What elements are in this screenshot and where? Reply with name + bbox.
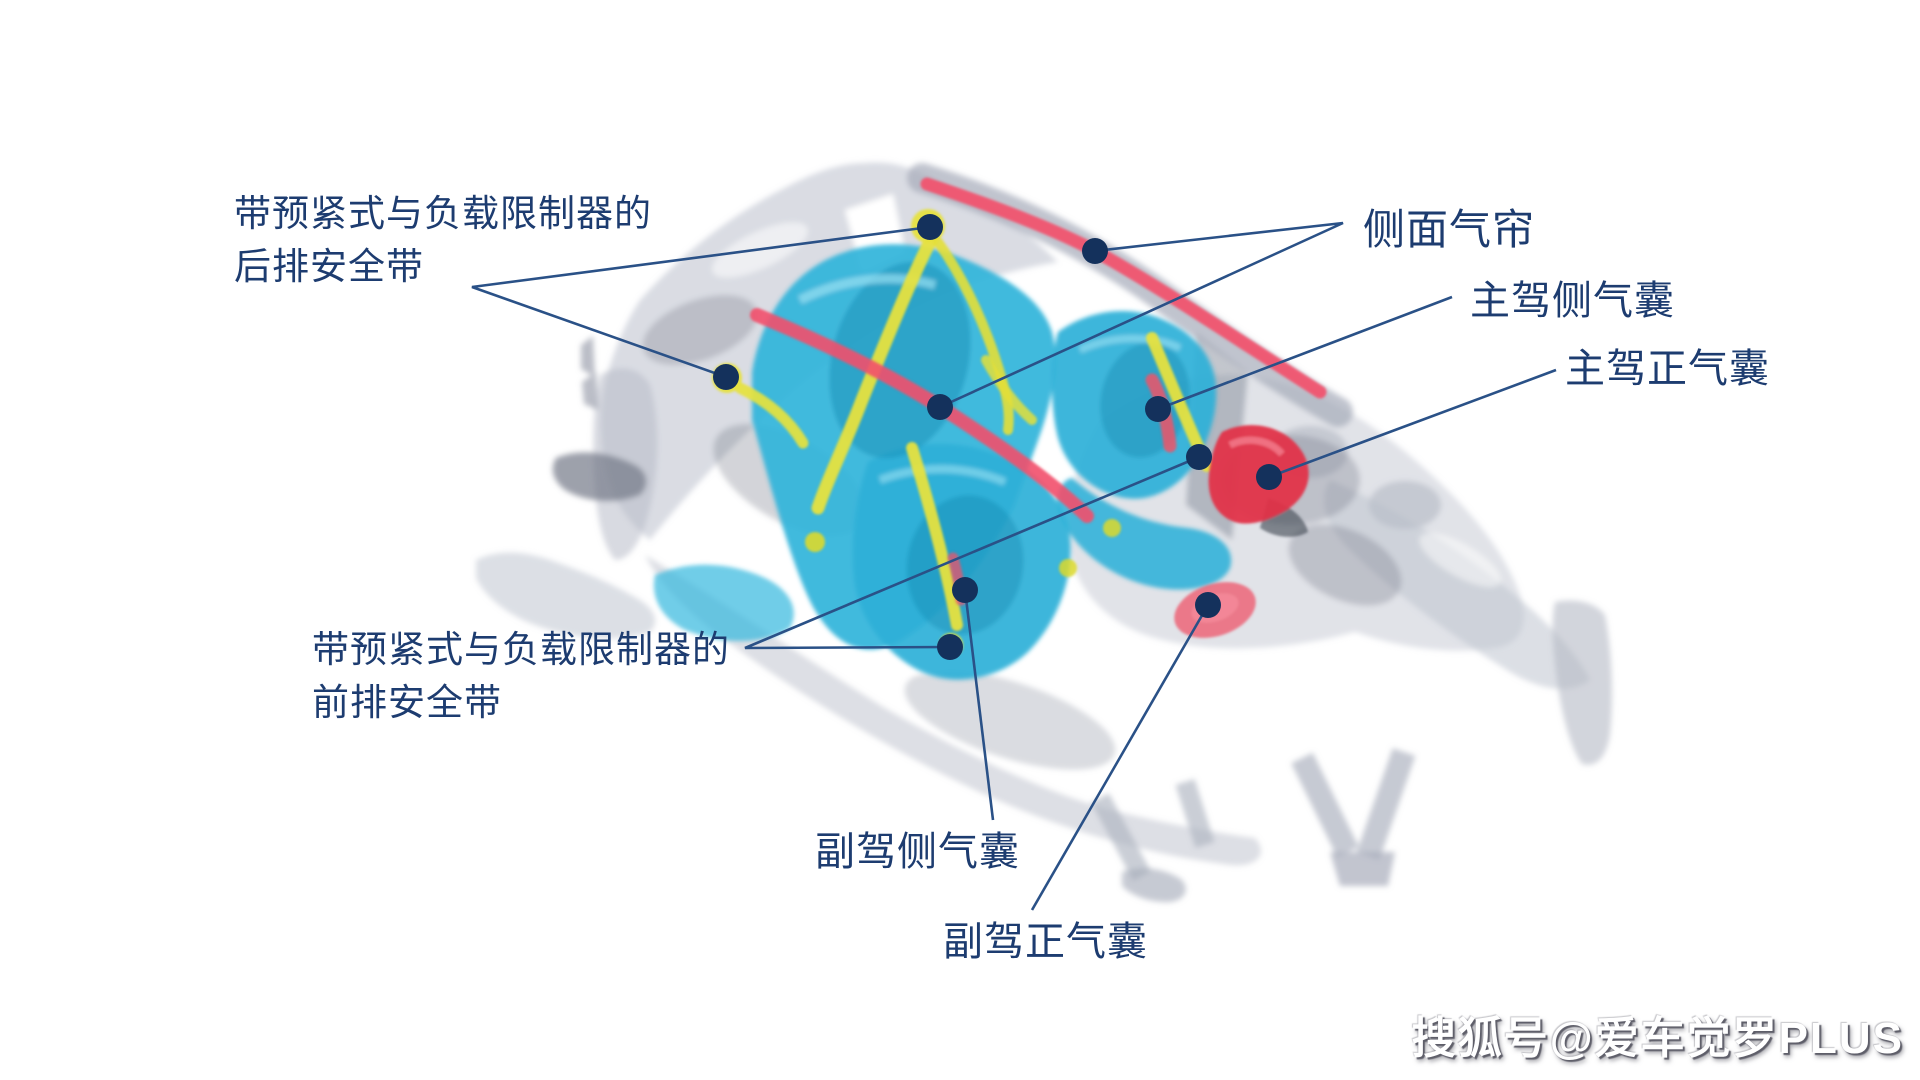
label-rear-seatbelts-line2: 后排安全带 — [234, 245, 424, 287]
dot-passenger-front-airbag — [1195, 592, 1221, 618]
label-front-seatbelts-line2: 前排安全带 — [312, 681, 502, 723]
label-driver-front-airbag: 主驾正气囊 — [1565, 347, 1770, 391]
passenger-front-belt — [906, 442, 963, 631]
watermark: 搜狐号@爱车觉罗PLUS — [1411, 1014, 1904, 1063]
leader-passenger-front-airbag — [1030, 604, 1210, 911]
label-front-seatbelts-line1: 带预紧式与负载限制器的 — [312, 629, 730, 670]
leader-passenger-side-airbag — [963, 589, 995, 821]
dot-passenger-side-airbag — [952, 577, 978, 603]
leader-lines — [471, 221, 1557, 911]
dot-driver-side-airbag — [1145, 396, 1171, 422]
label-rear-seatbelts: 带预紧式与负载限制器的 后排安全带 — [234, 188, 652, 293]
label-rear-seatbelts-line1: 带预紧式与负载限制器的 — [234, 193, 652, 234]
dot-left-curtain — [927, 394, 953, 420]
dot-rear-left-belt — [713, 364, 739, 390]
label-passenger-front-airbag: 副驾正气囊 — [943, 920, 1148, 964]
dot-right-curtain — [1082, 238, 1108, 264]
label-driver-side-airbag: 主驾侧气囊 — [1470, 279, 1675, 323]
dot-driver-front-belt — [1186, 444, 1212, 470]
callout-dots — [713, 214, 1282, 660]
label-front-seatbelts: 带预紧式与负载限制器的 前排安全带 — [312, 624, 730, 729]
dot-passenger-front-belt — [937, 634, 963, 660]
leader-rear-seatbelts — [471, 225, 931, 379]
leader-side-curtain — [939, 221, 1344, 409]
dot-rear-right-belt — [917, 214, 943, 240]
leader-driver-side-airbag — [1157, 295, 1453, 411]
label-passenger-side-airbag: 副驾侧气囊 — [815, 830, 1020, 874]
leader-front-seatbelts — [744, 455, 1200, 650]
dot-driver-front-airbag — [1256, 464, 1282, 490]
leader-driver-front-airbag — [1268, 368, 1557, 479]
label-side-curtain-airbag: 侧面气帘 — [1363, 206, 1536, 253]
